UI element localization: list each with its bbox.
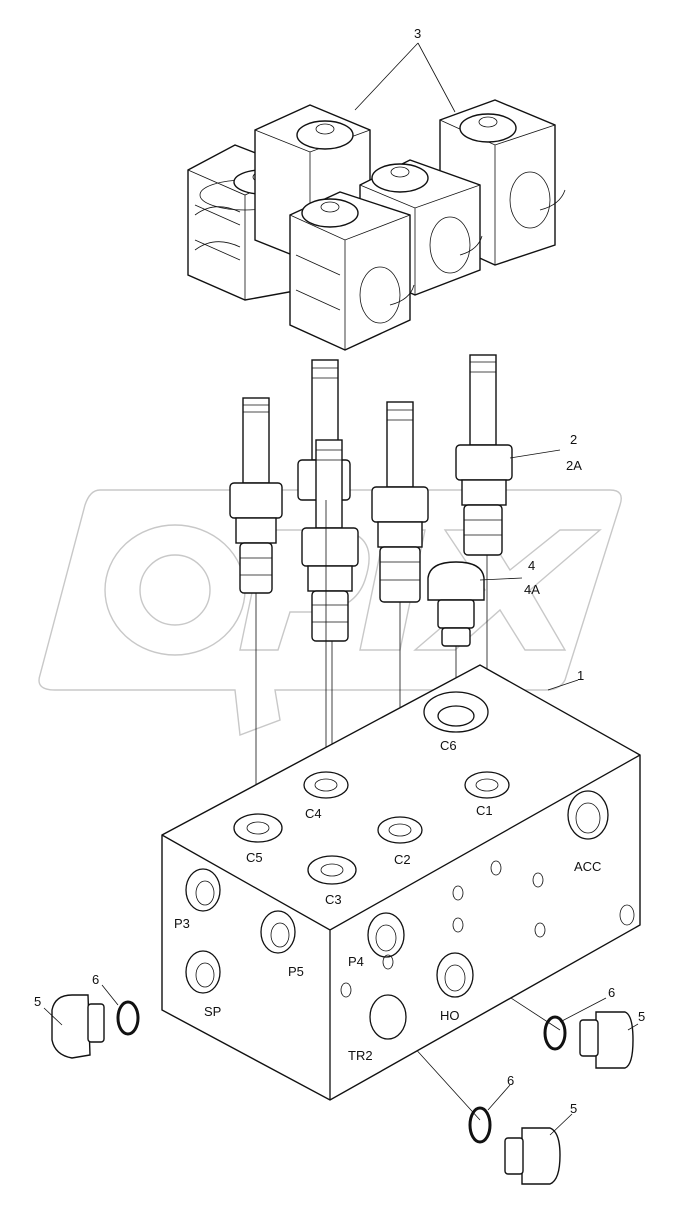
callout-5-bottom: 5 bbox=[570, 1101, 577, 1116]
port-label-p3: P3 bbox=[174, 916, 190, 931]
port-label-c2: C2 bbox=[394, 852, 411, 867]
callout-6-right: 6 bbox=[608, 985, 615, 1000]
callout-6-left: 6 bbox=[92, 972, 99, 987]
port-label-c3: C3 bbox=[325, 892, 342, 907]
plug-right bbox=[579, 1011, 634, 1069]
port-label-sp: SP bbox=[204, 1004, 221, 1019]
callout-4a: 4A bbox=[524, 582, 540, 597]
cartridge-c2 bbox=[371, 401, 429, 603]
callout-5-right: 5 bbox=[638, 1009, 645, 1024]
plug-left bbox=[51, 994, 105, 1059]
callout-3: 3 bbox=[414, 26, 421, 41]
cartridge-c5 bbox=[229, 397, 283, 594]
leader-lines bbox=[43, 42, 639, 1136]
callout-2a: 2A bbox=[566, 458, 582, 473]
callout-4: 4 bbox=[528, 558, 535, 573]
plug-c6 bbox=[427, 561, 485, 647]
solenoid-coils bbox=[187, 99, 566, 351]
port-label-p5: P5 bbox=[288, 964, 304, 979]
cartridge-c1 bbox=[455, 354, 513, 556]
port-label-tr2: TR2 bbox=[348, 1048, 373, 1063]
plug-bottom bbox=[504, 1127, 561, 1185]
port-label-c1: C1 bbox=[476, 803, 493, 818]
cartridge-c3 bbox=[301, 439, 359, 642]
callout-1: 1 bbox=[577, 668, 584, 683]
port-label-c6: C6 bbox=[440, 738, 457, 753]
port-label-p4: P4 bbox=[348, 954, 364, 969]
port-label-c4: C4 bbox=[305, 806, 322, 821]
port-label-ho: HO bbox=[440, 1008, 460, 1023]
port-label-acc: ACC bbox=[574, 859, 601, 874]
port-label-c5: C5 bbox=[246, 850, 263, 865]
valve-cartridges bbox=[229, 354, 513, 647]
manifold-block bbox=[161, 664, 641, 1101]
callout-2: 2 bbox=[570, 432, 577, 447]
callout-5-left: 5 bbox=[34, 994, 41, 1009]
callout-6-bottom: 6 bbox=[507, 1073, 514, 1088]
plugs-and-orings bbox=[51, 994, 634, 1185]
